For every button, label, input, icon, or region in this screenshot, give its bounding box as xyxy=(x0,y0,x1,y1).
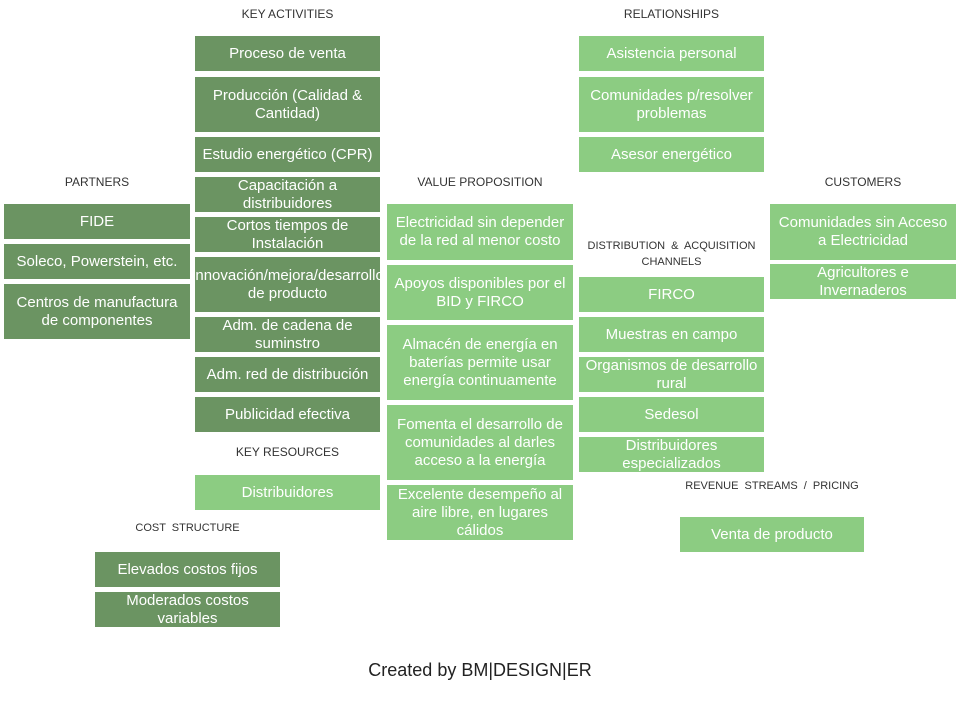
value-proposition-box: Electricidad sin depender de la red al m… xyxy=(387,204,573,260)
relationship-box: Asesor energético xyxy=(579,137,764,172)
value-proposition-label: Apoyos disponibles por el BID y FIRCO xyxy=(394,274,566,310)
key-activity-box: Estudio energético (CPR) xyxy=(195,137,380,172)
cost-label: Elevados costos fijos xyxy=(117,560,258,578)
partner-box: Centros de manufactura de componentes xyxy=(4,284,190,339)
value-proposition-label: Fomenta el desarrollo de comunidades al … xyxy=(397,415,563,469)
key-activity-label: Estudio energético (CPR) xyxy=(202,145,373,163)
section-title-partners: PARTNERS xyxy=(64,175,130,189)
value-proposition-box: Almacén de energía en baterías permite u… xyxy=(387,325,573,400)
channel-label: Distribuidores especializados xyxy=(622,437,721,472)
section-title-revenue: REVENUE STREAMS / PRICING xyxy=(685,480,859,492)
channel-box: Sedesol xyxy=(579,397,764,432)
relationship-box: Comunidades p/resolver problemas xyxy=(579,77,764,132)
revenue-label: Venta de producto xyxy=(711,525,833,543)
key-resource-box: Distribuidores xyxy=(195,475,380,510)
key-activity-label: Cortos tiempos de Instalación xyxy=(226,217,349,252)
value-proposition-box: Apoyos disponibles por el BID y FIRCO xyxy=(387,265,573,320)
section-title-relationships: RELATIONSHIPS xyxy=(623,7,720,21)
key-resource-label: Distribuidores xyxy=(241,483,334,501)
key-activity-box: Publicidad efectiva xyxy=(195,397,380,432)
channel-label: Organismos de desarrollo rural xyxy=(585,357,758,392)
cost-label: Moderados costos variables xyxy=(126,592,249,627)
value-proposition-box: Excelente desempeño al aire libre, en lu… xyxy=(387,485,573,540)
partner-label: Soleco, Powerstein, etc. xyxy=(16,252,178,270)
relationship-box: Asistencia personal xyxy=(579,36,764,71)
channel-box: Muestras en campo xyxy=(579,317,764,352)
relationship-label: Comunidades p/resolver problemas xyxy=(590,86,753,122)
section-title-customers: CUSTOMERS xyxy=(824,175,902,189)
value-proposition-box: Fomenta el desarrollo de comunidades al … xyxy=(387,405,573,480)
channel-label: Muestras en campo xyxy=(605,325,738,343)
section-title-value-proposition: VALUE PROPOSITION xyxy=(417,175,543,189)
section-title-key-activities: KEY ACTIVITIES xyxy=(241,7,334,21)
key-activity-label: Proceso de venta xyxy=(229,44,346,62)
key-activity-label: Adm. de cadena de suminstro xyxy=(222,317,353,352)
footer-credit: Created by BM|DESIGN|ER xyxy=(368,660,592,680)
key-activity-label: Publicidad efectiva xyxy=(224,405,351,423)
customer-box: Comunidades sin Acceso a Electricidad xyxy=(770,204,956,260)
key-activity-box: Proceso de venta xyxy=(195,36,380,71)
partner-box: FIDE xyxy=(4,204,190,239)
key-activity-label: Innovación/mejora/desarrollo de producto xyxy=(195,266,380,302)
key-activity-box: Cortos tiempos de Instalación xyxy=(195,217,380,252)
relationship-label: Asistencia personal xyxy=(606,44,737,62)
channel-box: FIRCO xyxy=(579,277,764,312)
relationship-label: Asesor energético xyxy=(611,145,732,163)
key-activity-box: Adm. de cadena de suminstro xyxy=(195,317,380,352)
key-activity-box: Adm. red de distribución xyxy=(195,357,380,392)
value-proposition-label: Almacén de energía en baterías permite u… xyxy=(402,335,558,389)
key-activity-box: Producción (Calidad & Cantidad) xyxy=(195,77,380,132)
revenue-box: Venta de producto xyxy=(680,517,864,552)
value-proposition-label: Excelente desempeño al aire libre, en lu… xyxy=(397,485,563,539)
key-activity-label: Producción (Calidad & Cantidad) xyxy=(212,86,363,122)
partner-label: FIDE xyxy=(79,212,115,230)
customer-label: Comunidades sin Acceso a Electricidad xyxy=(778,214,948,249)
section-title-key-resources: KEY RESOURCES xyxy=(235,445,340,459)
partner-box: Soleco, Powerstein, etc. xyxy=(4,244,190,279)
channel-label: FIRCO xyxy=(648,285,695,303)
customer-box: Agricultores e Invernaderos xyxy=(770,264,956,299)
customer-label: Agricultores e Invernaderos xyxy=(817,264,909,299)
key-activity-box: Innovación/mejora/desarrollo de producto xyxy=(195,257,380,312)
cost-box: Moderados costos variables xyxy=(95,592,280,627)
value-proposition-label: Electricidad sin depender de la red al m… xyxy=(395,214,565,249)
channel-label: Sedesol xyxy=(644,405,699,423)
key-activity-box: Capacitación a distribuidores xyxy=(195,177,380,212)
key-activity-label: Capacitación a distribuidores xyxy=(237,177,338,212)
cost-box: Elevados costos fijos xyxy=(95,552,280,587)
channel-box: Organismos de desarrollo rural xyxy=(579,357,764,392)
section-title-distribution: DISTRIBUTION & ACQUISITION CHANNELS xyxy=(587,240,756,268)
partner-label: Centros de manufactura de componentes xyxy=(16,293,178,329)
channel-box: Distribuidores especializados xyxy=(579,437,764,472)
section-title-cost-structure: COST STRUCTURE xyxy=(135,522,240,534)
key-activity-label: Adm. red de distribución xyxy=(206,365,369,383)
